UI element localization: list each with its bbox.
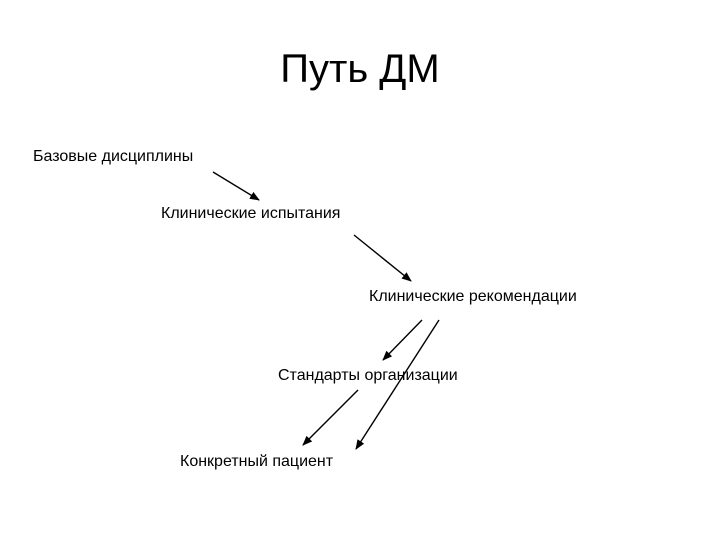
node-specific-patient: Конкретный пациент [180,453,334,470]
arrow-guidelines-to-standards [382,319,423,361]
arrow-trials-to-guidelines [353,234,412,282]
node-clinical-guidelines: Клинические рекомендации [369,288,577,305]
arrow-standards-to-patient [302,389,359,446]
arrow-base-to-trials [212,171,260,201]
node-base-disciplines: Базовые дисциплины [33,148,194,165]
node-clinical-trials: Клинические испытания [161,205,341,222]
arrow-guidelines-to-patient [355,319,440,450]
node-organization-standards: Стандарты организации [278,367,458,384]
slide-title: Путь ДМ [280,47,440,91]
